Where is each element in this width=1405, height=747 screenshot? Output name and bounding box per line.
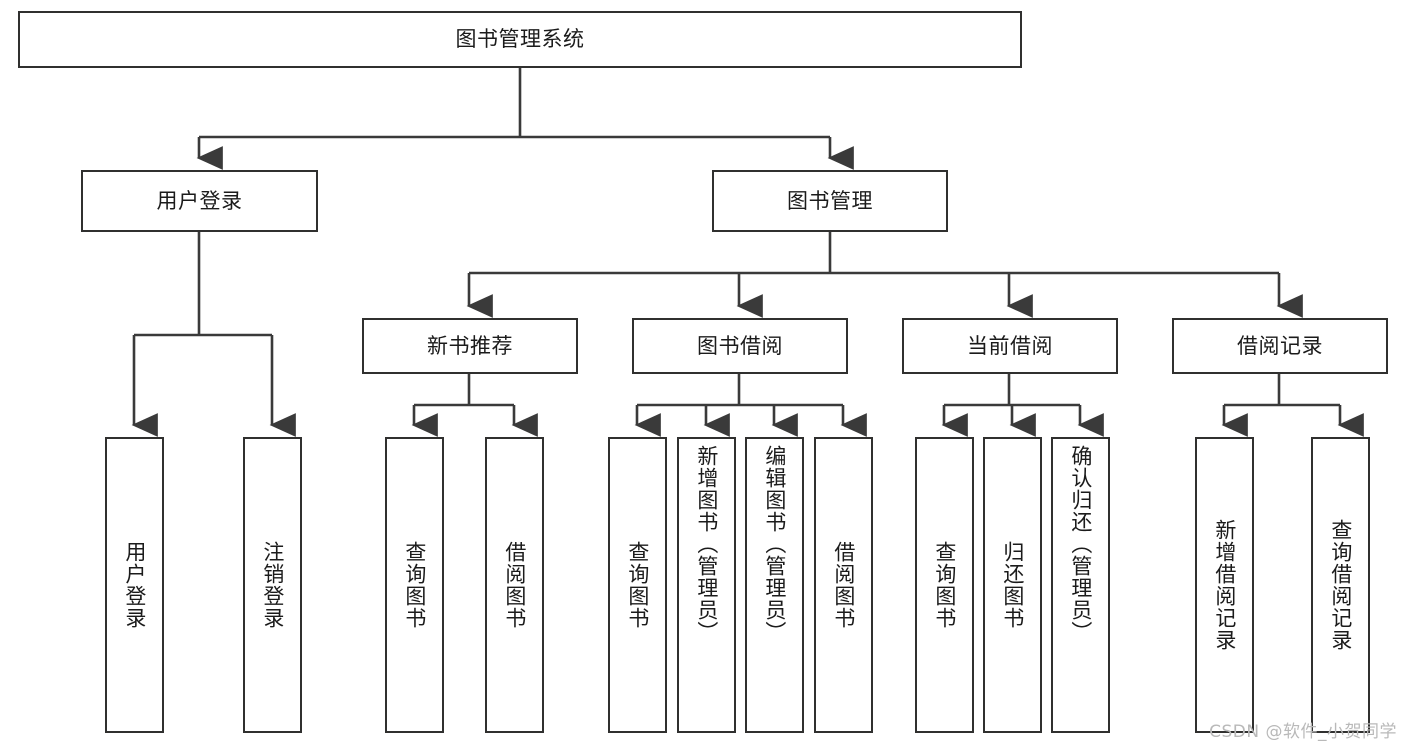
node-borrow-record[interactable]: 借阅记录 [1172,318,1388,374]
node-book-borrow[interactable]: 图书借阅 [632,318,848,374]
leaf-borrow-book-1-label: 借阅图书 [502,541,527,629]
leaf-query-book-3[interactable]: 查询图书 [915,437,974,733]
leaf-user-login[interactable]: 用户登录 [105,437,164,733]
leaf-add-book[interactable]: 新增图书（管理员） [677,437,736,733]
leaf-query-book-3-label: 查询图书 [932,541,957,629]
node-user-login[interactable]: 用户登录 [81,170,318,232]
leaf-query-book-2[interactable]: 查询图书 [608,437,667,733]
leaf-query-book-1[interactable]: 查询图书 [385,437,444,733]
node-book-manage-label: 图书管理 [787,188,873,213]
leaf-user-logout-label: 注销登录 [260,541,285,629]
leaf-confirm-return[interactable]: 确认归还（管理员） [1051,437,1110,733]
leaf-add-record-label: 新增借阅记录 [1212,519,1237,651]
leaf-user-logout[interactable]: 注销登录 [243,437,302,733]
node-user-login-label: 用户登录 [156,188,243,213]
node-borrow-record-label: 借阅记录 [1237,333,1323,358]
leaf-return-book-label: 归还图书 [1000,541,1025,629]
leaf-edit-book-label: 编辑图书（管理员） [762,445,787,643]
leaf-borrow-book-2[interactable]: 借阅图书 [814,437,873,733]
leaf-edit-book[interactable]: 编辑图书（管理员） [745,437,804,733]
watermark-text: CSDN @软件_小贺同学 [1209,722,1397,742]
leaf-add-record[interactable]: 新增借阅记录 [1195,437,1254,733]
node-current-borrow-label: 当前借阅 [967,333,1053,358]
node-book-borrow-label: 图书借阅 [697,333,783,358]
node-root-label: 图书管理系统 [455,27,585,51]
node-root[interactable]: 图书管理系统 [18,11,1022,68]
leaf-return-book[interactable]: 归还图书 [983,437,1042,733]
leaf-borrow-book-1[interactable]: 借阅图书 [485,437,544,733]
leaf-query-book-2-label: 查询图书 [625,541,650,629]
leaf-confirm-return-label: 确认归还（管理员） [1068,445,1093,643]
leaf-user-login-label: 用户登录 [122,541,147,629]
leaf-add-book-label: 新增图书（管理员） [694,445,719,643]
leaf-query-record[interactable]: 查询借阅记录 [1311,437,1370,733]
leaf-query-book-1-label: 查询图书 [402,541,427,629]
node-current-borrow[interactable]: 当前借阅 [902,318,1118,374]
leaf-borrow-book-2-label: 借阅图书 [831,541,856,629]
leaf-query-record-label: 查询借阅记录 [1328,519,1353,651]
node-book-manage[interactable]: 图书管理 [712,170,948,232]
node-new-book-recommend[interactable]: 新书推荐 [362,318,578,374]
node-new-book-recommend-label: 新书推荐 [427,333,513,358]
